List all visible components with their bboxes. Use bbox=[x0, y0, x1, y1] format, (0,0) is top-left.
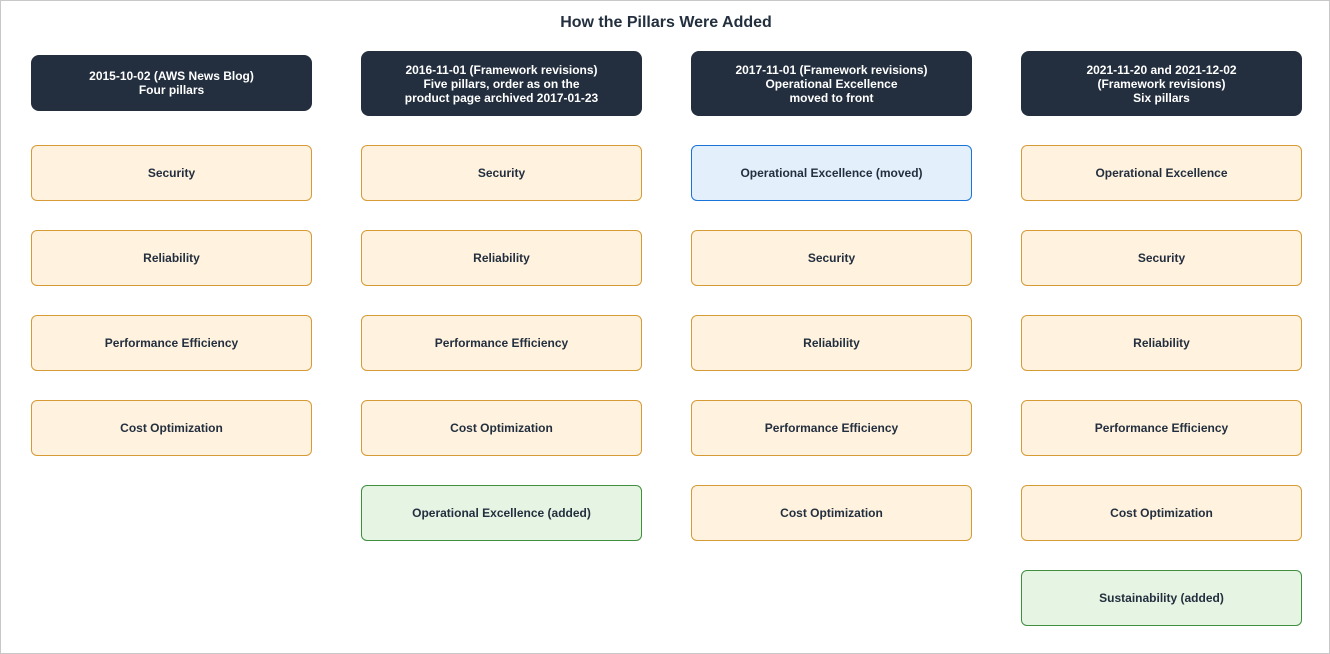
pillar-security: Security bbox=[31, 145, 312, 201]
pillar-operational-excellence-added: Operational Excellence (added) bbox=[361, 485, 642, 541]
pillar-sustainability-added: Sustainability (added) bbox=[1021, 570, 1302, 626]
pillar-reliability: Reliability bbox=[691, 315, 972, 371]
column-header: 2015-10-02 (AWS News Blog) Four pillars bbox=[31, 55, 312, 111]
diagram-title: How the Pillars Were Added bbox=[560, 14, 772, 31]
column-header: 2016-11-01 (Framework revisions) Five pi… bbox=[361, 51, 642, 116]
pillar-cost-optimization: Cost Optimization bbox=[31, 400, 312, 456]
pillar-performance-efficiency: Performance Efficiency bbox=[691, 400, 972, 456]
pillar-performance-efficiency: Performance Efficiency bbox=[361, 315, 642, 371]
column-header: 2021-11-20 and 2021-12-02 (Framework rev… bbox=[1021, 51, 1302, 116]
pillar-reliability: Reliability bbox=[31, 230, 312, 286]
pillar-cost-optimization: Cost Optimization bbox=[1021, 485, 1302, 541]
column-header: 2017-11-01 (Framework revisions) Operati… bbox=[691, 51, 972, 116]
pillar-operational-excellence: Operational Excellence bbox=[1021, 145, 1302, 201]
pillar-performance-efficiency: Performance Efficiency bbox=[1021, 400, 1302, 456]
pillar-cost-optimization: Cost Optimization bbox=[691, 485, 972, 541]
pillar-security: Security bbox=[361, 145, 642, 201]
pillar-operational-excellence-moved: Operational Excellence (moved) bbox=[691, 145, 972, 201]
pillar-performance-efficiency: Performance Efficiency bbox=[31, 315, 312, 371]
pillar-security: Security bbox=[691, 230, 972, 286]
pillar-reliability: Reliability bbox=[361, 230, 642, 286]
pillar-reliability: Reliability bbox=[1021, 315, 1302, 371]
pillar-cost-optimization: Cost Optimization bbox=[361, 400, 642, 456]
pillar-security: Security bbox=[1021, 230, 1302, 286]
